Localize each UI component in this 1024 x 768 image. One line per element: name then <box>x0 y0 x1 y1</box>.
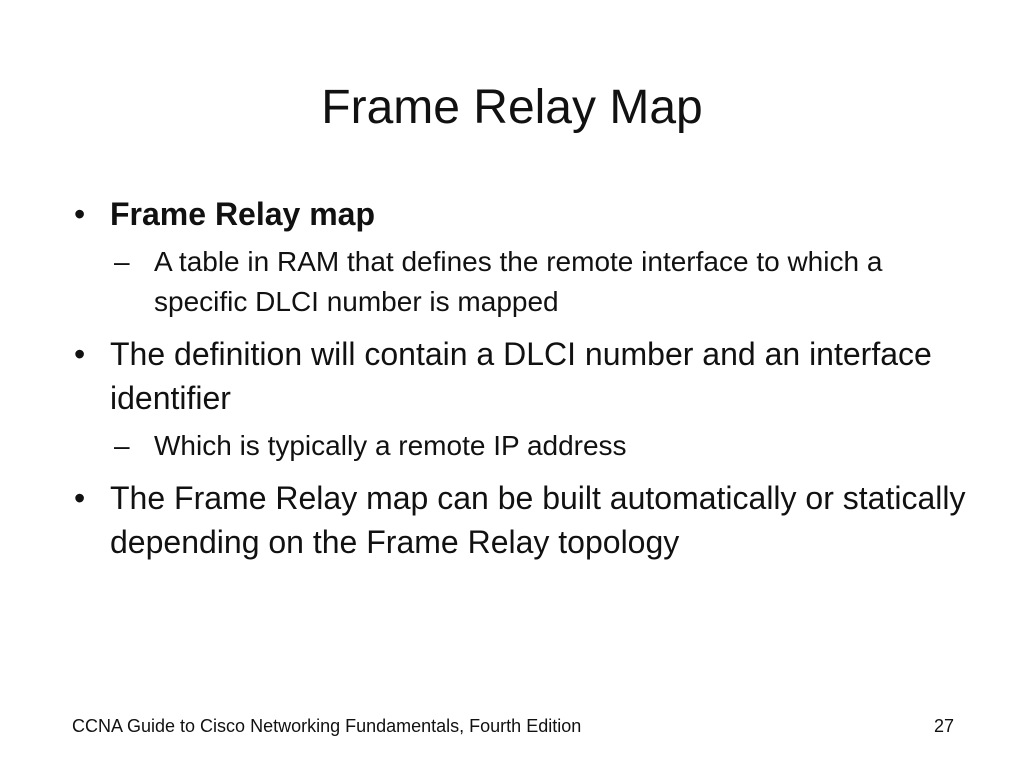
bullet-item: The definition will contain a DLCI numbe… <box>70 332 970 466</box>
sub-bullet-item: A table in RAM that defines the remote i… <box>110 242 970 322</box>
bullet-text: The definition will contain a DLCI numbe… <box>110 336 932 416</box>
page-number: 27 <box>933 716 954 736</box>
sub-bullet-list: Which is typically a remote IP address <box>110 426 970 466</box>
bullet-list: Frame Relay map A table in RAM that defi… <box>70 192 970 568</box>
sub-bullet-list: A table in RAM that defines the remote i… <box>110 242 970 322</box>
bullet-item: Frame Relay map A table in RAM that defi… <box>70 192 970 322</box>
footer-text: CCNA Guide to Cisco Networking Fundament… <box>72 716 582 736</box>
slide-title: Frame Relay Map <box>321 81 703 134</box>
sub-bullet-item: Which is typically a remote IP address <box>110 426 970 466</box>
bullet-item: The Frame Relay map can be built automat… <box>70 476 970 564</box>
bullet-text: Frame Relay map <box>110 196 376 232</box>
bullet-text: The Frame Relay map can be built automat… <box>110 480 966 560</box>
